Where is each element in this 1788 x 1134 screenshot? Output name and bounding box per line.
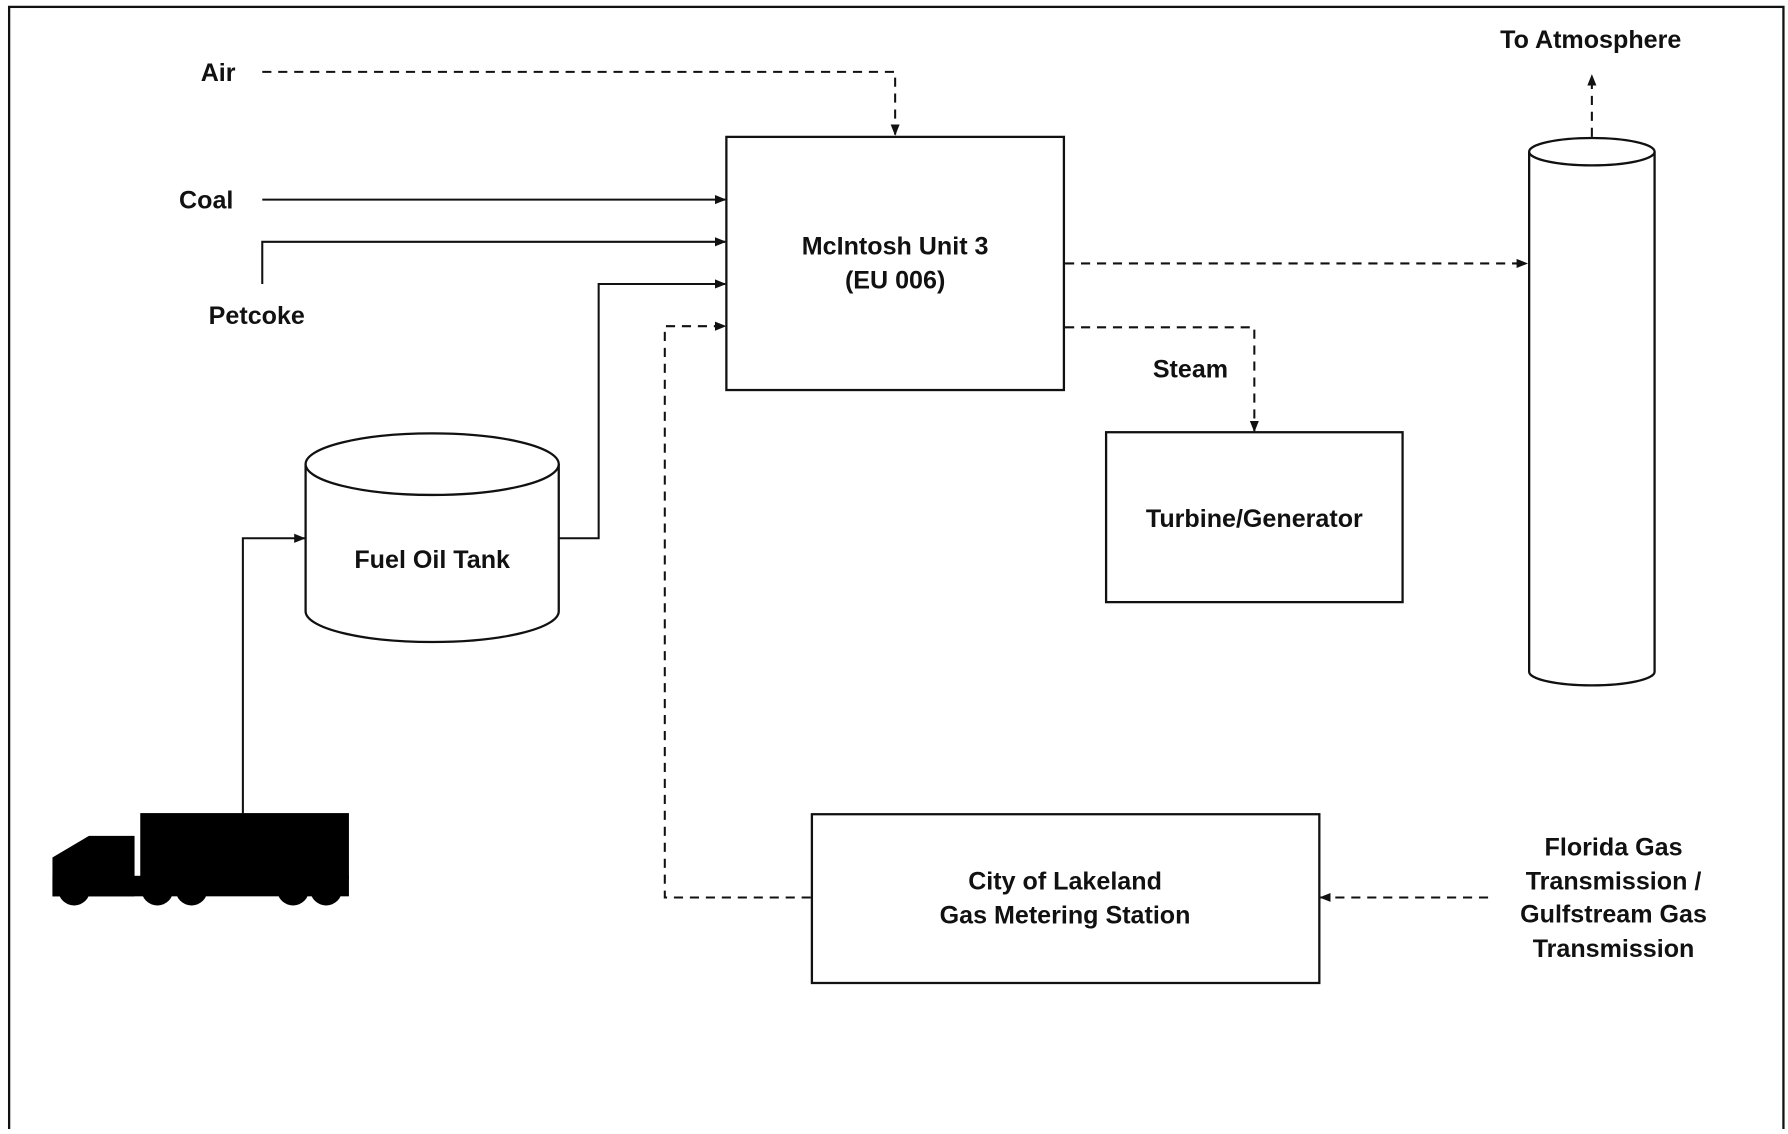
gas-supplier-line1: Florida Gas: [1545, 833, 1683, 861]
mcintosh-unit-box: [725, 135, 1066, 392]
fuel-oil-tank-label: Fuel Oil Tank: [354, 546, 510, 574]
metering-station-line2: Gas Metering Station: [940, 902, 1191, 930]
gas-supplier-line3: Gulfstream Gas: [1520, 901, 1707, 929]
unit-title-line2: (EU 006): [845, 267, 945, 295]
petcoke-flow-arrow: [261, 237, 727, 284]
air-label: Air: [201, 59, 236, 87]
petcoke-label: Petcoke: [209, 302, 305, 330]
metering-station-box: [810, 813, 1321, 985]
coal-label: Coal: [179, 187, 233, 215]
unit-title-line1: McIntosh Unit 3: [802, 232, 989, 260]
steam-flow-arrow: [1065, 326, 1259, 433]
metering-station-line1: City of Lakeland: [968, 867, 1162, 895]
truck-to-tank-arrow: [241, 533, 306, 814]
gas-supplier-line2: Transmission /: [1526, 867, 1702, 895]
turbine-generator-box: [1104, 431, 1404, 604]
to-atmosphere-label: To Atmosphere: [1500, 26, 1681, 54]
exhaust-stack: [1528, 136, 1656, 687]
air-flow-arrow: [262, 70, 900, 136]
turbine-generator-label: Turbine/Generator: [1146, 505, 1363, 533]
fuel-oil-flow-arrow: [558, 279, 727, 540]
steam-label: Steam: [1153, 355, 1228, 383]
truck-icon: [52, 813, 349, 906]
outer-frame: [7, 5, 1785, 1134]
gas-supplier-line4: Transmission: [1533, 935, 1695, 963]
fuel-oil-tank: [304, 432, 560, 644]
gas-to-unit-arrow: [663, 321, 811, 899]
